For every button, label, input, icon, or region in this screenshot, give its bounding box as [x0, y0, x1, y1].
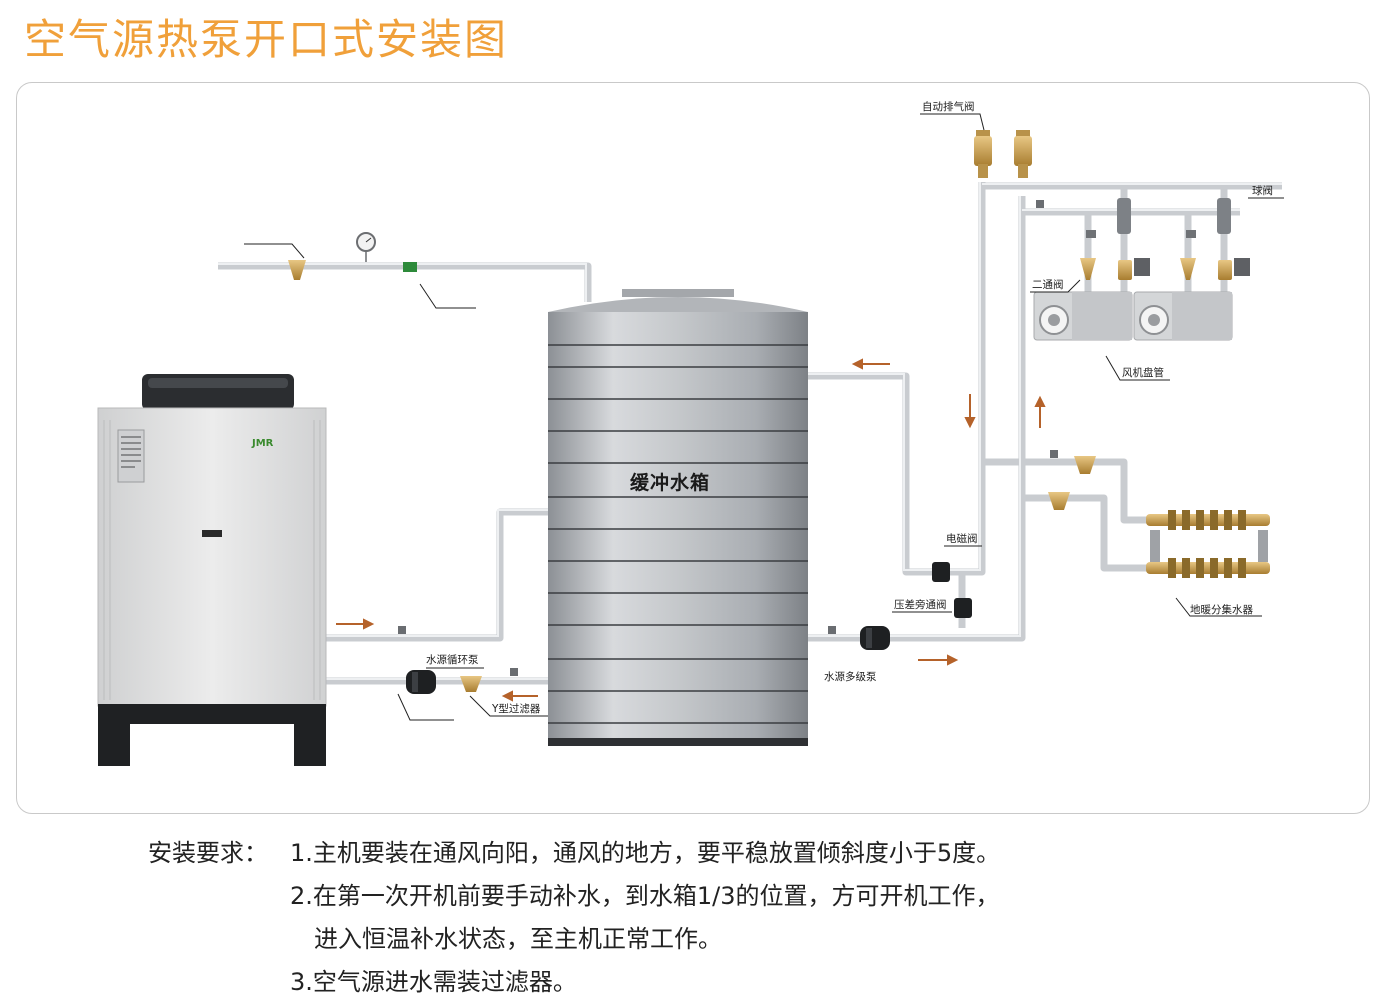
unit-side-grille [103, 420, 321, 700]
heat-pump-unit [97, 374, 327, 766]
requirement-item-3: 3.空气源进水需装过滤器。 [290, 968, 577, 996]
unit-base-frame [98, 704, 326, 724]
tank-return-pipe [808, 182, 986, 576]
floor-return-pipe [1022, 494, 1148, 572]
auto-vent-valves [974, 130, 1032, 178]
unit-brand-logo: JMR [251, 438, 274, 449]
requirement-item-1: 1.主机要装在通风向阳，通风的地方，要平稳放置倾斜度小于5度。 [290, 839, 1001, 867]
unit-leg-right [294, 722, 326, 766]
bypass-valve-label: 压差旁通阀 [894, 599, 947, 611]
two-way-valve-label: 二通阀 [1032, 279, 1064, 291]
brass-y-filters [288, 260, 1096, 692]
auto-vent-valve-label: 自动排气阀 [922, 101, 975, 113]
pressure-gauge [356, 232, 376, 262]
makeup-water-pipe [218, 262, 592, 302]
multistage-pump-label: 水源多级泵 [824, 671, 877, 683]
tank-lid [548, 297, 808, 312]
tank-base [548, 738, 808, 746]
tank-lid-cap [622, 289, 734, 297]
tank-body [548, 312, 808, 742]
leader-lines [244, 113, 1284, 721]
requirements-heading: 安装要求： [148, 839, 268, 867]
circulation-pump-label: 水源循环泵 [426, 654, 479, 666]
y-filter-label: Y型过滤器 [492, 703, 541, 715]
unit-leg-left [98, 722, 130, 766]
floor-heating-manifold [1146, 510, 1270, 578]
unit-outlet-pipe [326, 508, 548, 642]
solenoid-valve-label: 电磁阀 [946, 533, 978, 545]
buffer-tank [548, 289, 808, 746]
flow-arrows [336, 358, 1046, 702]
tank-bands [548, 344, 808, 724]
unit-handle [202, 530, 222, 537]
multistage-pump [860, 626, 890, 650]
fan-coil-label: 风机盘管 [1122, 367, 1164, 379]
small-valves [398, 200, 1058, 676]
page-title: 空气源热泵开口式安装图 [24, 15, 509, 64]
circulation-pump [406, 670, 436, 694]
fan-coil-1 [1033, 291, 1133, 341]
requirement-item-2: 2.在第一次开机前要手动补水，到水箱1/3的位置，方可开机工作， [290, 882, 1000, 910]
buffer-tank-label: 缓冲水箱 [630, 472, 711, 494]
ball-valve-label: 球阀 [1252, 185, 1273, 197]
solenoid-valve [932, 562, 950, 582]
bypass-valve [954, 598, 972, 618]
fan-coil-valves [1080, 198, 1250, 280]
fan-coil-2 [1133, 291, 1233, 341]
floor-supply-pipe [982, 458, 1148, 524]
floor-manifold-label: 地暖分集水器 [1190, 604, 1253, 616]
requirement-item-2-continued: 进入恒温补水状态，至主机正常工作。 [314, 925, 722, 953]
